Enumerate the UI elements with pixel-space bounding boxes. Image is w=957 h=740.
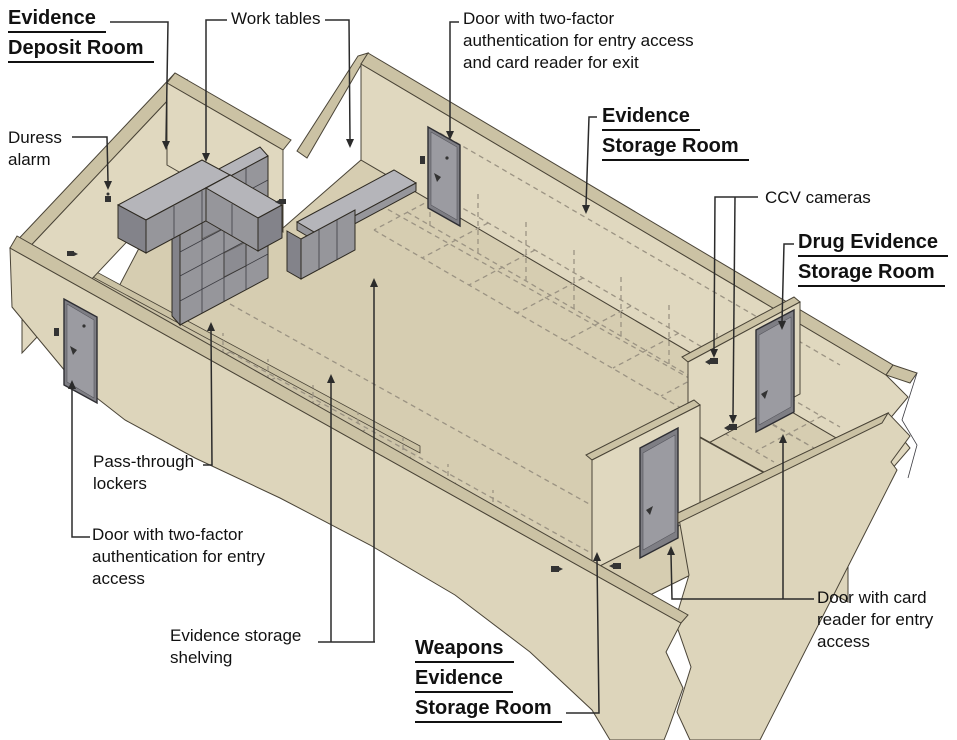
back-door-two-factor: [420, 125, 461, 228]
weapons-room-door: [642, 434, 676, 551]
label-evidence-deposit-room: Evidence Deposit Room: [8, 6, 154, 66]
front-door-two-factor: [54, 297, 98, 405]
label-work-tables: Work tables: [231, 9, 321, 28]
weapons-room-wall: [585, 399, 701, 571]
card-reader-icon: [54, 328, 59, 336]
deposit-counter-work-table: [116, 159, 284, 254]
camera-icon: [724, 424, 737, 431]
door-viewer-icon: [82, 324, 86, 328]
label-evidence-storage-room: Evidence Storage Room: [602, 104, 749, 164]
label-evidence-storage-shelving: Evidence storage shelving: [170, 626, 302, 667]
label-pass-through-lockers: Pass-through lockers: [93, 452, 195, 493]
wall-break-cap: [885, 364, 918, 384]
camera-icon: [551, 566, 563, 572]
label-weapons-evidence-storage-room: Weapons Evidence Storage Room: [415, 636, 562, 726]
camera-icon: [705, 358, 718, 365]
drug-room-wall: [681, 296, 801, 455]
door-handle-icon: [434, 173, 441, 182]
door-handle-icon: [70, 346, 77, 355]
drug-room-door: [758, 316, 792, 426]
label-door-card-reader: Door with card reader for entry access: [817, 588, 934, 651]
main-work-table: [286, 169, 418, 280]
label-duress-alarm: Duress alarm: [8, 128, 62, 169]
label-drug-evidence-storage-room: Drug Evidence Storage Room: [798, 230, 949, 290]
front-wall: [9, 235, 689, 740]
security-devices: [67, 192, 737, 572]
door-handle-icon: [646, 506, 653, 515]
label-ccv-cameras: CCV cameras: [765, 188, 871, 207]
label-door-two-factor-entry: Door with two-factor authentication for …: [92, 525, 265, 588]
callout-leaders: [68, 19, 814, 714]
duress-alarm-icon: [105, 192, 111, 202]
wall-break-edge: [901, 372, 918, 479]
card-reader-icon: [420, 156, 425, 164]
main-wall-end-cap: [296, 52, 370, 159]
door-viewer-icon: [445, 156, 449, 160]
camera-icon: [67, 251, 78, 256]
door-handle-icon: [761, 390, 768, 399]
camera-icon: [609, 563, 621, 569]
label-door-two-factor-exit: Door with two-factor authentication for …: [463, 9, 694, 72]
camera-icon: [275, 199, 286, 204]
